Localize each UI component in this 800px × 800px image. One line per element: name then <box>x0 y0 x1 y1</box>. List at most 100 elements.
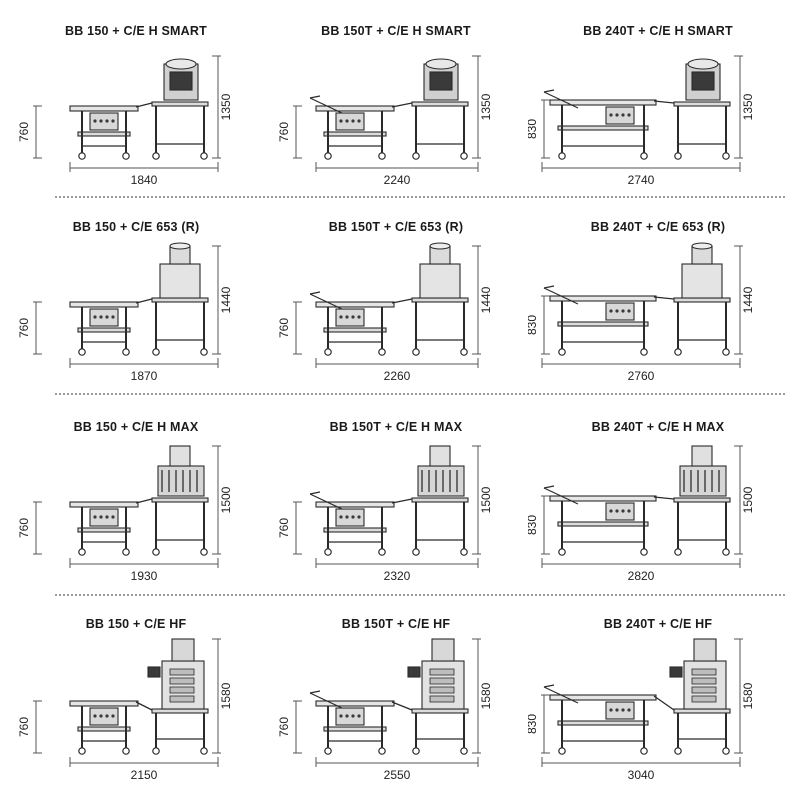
width-dimension: 2320 <box>384 569 411 583</box>
moulder-frame-rail <box>323 527 387 533</box>
control-knob <box>93 119 97 123</box>
moulder-frame-rail <box>77 726 131 732</box>
control-knob <box>351 119 355 123</box>
rounder-chamber <box>691 668 717 676</box>
moulder-conveyor-belt <box>69 105 139 112</box>
moulder-frame-rail <box>77 131 131 137</box>
caster-wheel <box>674 747 682 755</box>
caster-wheel <box>558 348 566 356</box>
control-knob <box>111 515 115 519</box>
moulder-frame-rail <box>557 321 649 327</box>
moulder-control-panel <box>605 302 635 321</box>
height-dimension-low: 760 <box>277 122 291 142</box>
width-dimension: 1930 <box>131 569 158 583</box>
caster-wheel <box>378 348 386 356</box>
divider-table-top <box>151 297 209 303</box>
moulder-conveyor-belt <box>549 295 657 302</box>
width-dimension: 2760 <box>628 369 655 383</box>
hopper-lid <box>691 242 713 250</box>
control-knob <box>627 113 631 117</box>
divider-drum <box>691 71 715 91</box>
control-knob <box>345 119 349 123</box>
hopper-lid <box>687 58 719 70</box>
width-dimension: 3040 <box>628 768 655 782</box>
hopper-lid <box>169 242 191 250</box>
rounder-chamber <box>691 677 717 685</box>
hopper-lid <box>425 58 457 70</box>
machine-drawing <box>541 638 743 767</box>
moulder-conveyor-belt <box>549 495 657 502</box>
divider-table-top <box>411 101 469 107</box>
width-dimension: 2150 <box>131 768 158 782</box>
infeed-chute-lip <box>543 485 555 489</box>
layout-title: BB 240T + C/E 653 (R) <box>590 220 726 234</box>
machine-drawing <box>33 638 221 767</box>
caster-wheel <box>558 747 566 755</box>
transfer-conveyor <box>653 695 675 711</box>
transfer-conveyor <box>391 498 413 504</box>
row-separator <box>55 196 785 198</box>
infeed-chute <box>543 91 579 109</box>
moulder-frame-rail <box>77 327 131 333</box>
height-dimension-low: 760 <box>277 318 291 338</box>
control-knob <box>99 515 103 519</box>
divider-rounder-head <box>419 263 461 299</box>
control-knob <box>99 714 103 718</box>
control-knob <box>93 714 97 718</box>
caster-wheel <box>324 747 332 755</box>
divider-drum <box>429 71 453 91</box>
height-dimension-low: 830 <box>528 315 539 335</box>
control-knob <box>627 309 631 313</box>
moulder-control-panel <box>605 701 635 720</box>
control-knob <box>339 515 343 519</box>
layout-title: BB 240T + C/E HF <box>603 617 713 631</box>
control-knob <box>345 515 349 519</box>
divider-table-top <box>151 708 209 714</box>
height-dimension-high: 1440 <box>219 286 233 313</box>
hopper-lid <box>429 242 451 250</box>
control-knob <box>339 119 343 123</box>
rounder-chamber <box>169 677 195 685</box>
infeed-chute <box>543 287 579 305</box>
infeed-chute <box>309 493 345 511</box>
control-knob <box>621 708 625 712</box>
rounder-chamber <box>169 695 195 703</box>
control-knob <box>105 315 109 319</box>
rounder-chamber <box>429 677 455 685</box>
control-knob <box>99 315 103 319</box>
divider-hopper <box>169 445 191 467</box>
moulder-control-panel <box>335 707 365 726</box>
control-knob <box>615 509 619 513</box>
moulder-conveyor-belt <box>69 700 139 707</box>
control-knob <box>111 714 115 718</box>
caster-wheel <box>412 548 420 556</box>
caster-wheel <box>378 152 386 160</box>
control-knob <box>609 509 613 513</box>
height-dimension-high: 1580 <box>741 682 755 709</box>
layout-title: BB 150T + C/E HF <box>341 617 451 631</box>
moulder-conveyor-belt <box>69 301 139 308</box>
control-knob <box>357 119 361 123</box>
width-dimension: 2260 <box>384 369 411 383</box>
caster-wheel <box>412 747 420 755</box>
rounder-chamber <box>691 695 717 703</box>
divider-hopper <box>691 445 713 467</box>
height-dimension-high: 1350 <box>219 93 233 120</box>
divider-display <box>147 666 161 678</box>
divider-table-top <box>411 708 469 714</box>
rounder-chamber <box>169 686 195 694</box>
caster-wheel <box>412 348 420 356</box>
rounder-chamber <box>429 686 455 694</box>
control-knob <box>339 315 343 319</box>
machine-drawing <box>541 55 743 172</box>
divider-hopper <box>429 445 451 467</box>
